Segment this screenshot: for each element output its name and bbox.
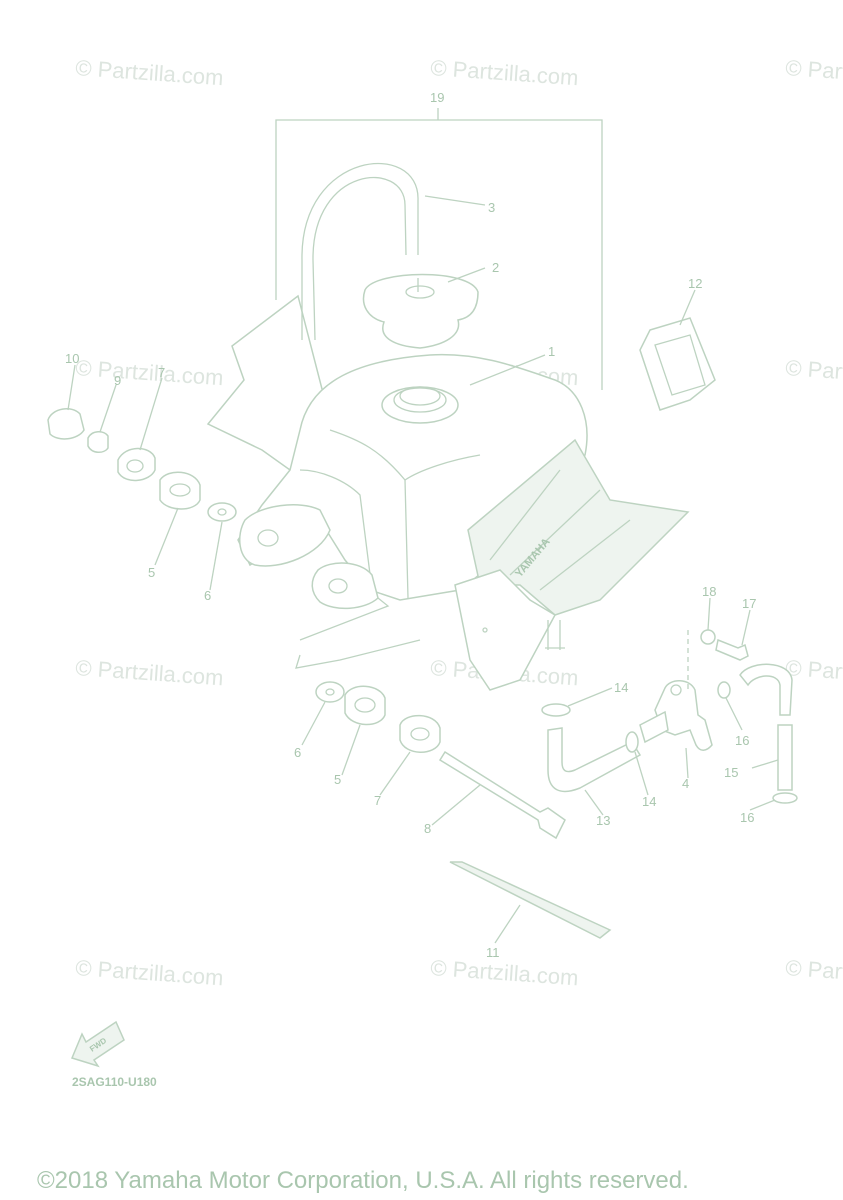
watermark: © Partzilla.com [75, 655, 225, 690]
fuel-cock-assembly [541, 629, 798, 804]
grommet-5a [159, 471, 201, 510]
callout-12: 12 [688, 276, 702, 291]
watermark: © Partzilla.com [785, 955, 843, 990]
breather-hose [301, 162, 419, 341]
assembly-bracket [275, 108, 603, 390]
strip-11 [449, 861, 612, 939]
hose-clip-14b [625, 731, 639, 753]
callout-17: 17 [742, 596, 756, 611]
callout-6: 6 [294, 745, 301, 760]
callout-2: 2 [492, 260, 499, 275]
washer-7b [399, 714, 441, 753]
watermark: © Partzilla.com [75, 955, 225, 990]
left-mount-parts [47, 408, 237, 522]
callout-16: 16 [740, 810, 754, 825]
diagram-part-code: 2SAG110-U180 [72, 1075, 157, 1089]
fuel-cock-4 [654, 680, 713, 751]
callout-10: 10 [65, 351, 79, 366]
screw-17 [715, 638, 749, 661]
copyright-notice: ©2018 Yamaha Motor Corporation, U.S.A. A… [37, 1167, 689, 1194]
callout-19: 19 [430, 90, 444, 105]
hose-clip-14a [541, 703, 571, 717]
callout-14: 14 [642, 794, 656, 809]
callout-8: 8 [424, 821, 431, 836]
damper-12 [639, 317, 716, 411]
tank-graphic-panel: YAMAHA [454, 438, 690, 691]
callout-3: 3 [488, 200, 495, 215]
watermark: © Partzilla.com [785, 55, 843, 90]
fuel-cap [362, 273, 479, 349]
hose-clip-16b [772, 792, 798, 804]
hose-15 [777, 724, 793, 791]
callout-14: 14 [614, 680, 628, 695]
watermark: © Partzilla.com [785, 655, 843, 690]
callout-6: 6 [204, 588, 211, 603]
forward-arrow-icon [70, 1020, 125, 1068]
watermark: © Partzilla.com [75, 355, 225, 390]
rubber-cap-10 [47, 408, 85, 440]
washer-18 [700, 629, 716, 645]
tank-front-mount [238, 504, 331, 567]
leader-lines [67, 195, 779, 944]
watermark: © Partzilla.com [785, 355, 843, 390]
watermark: © Partzilla.com [430, 55, 580, 90]
lower-mount-parts [315, 681, 566, 840]
callout-labels: 19 3 2 12 1 10 9 7 5 6 18 17 14 16 6 15 … [65, 90, 756, 960]
callout-7: 7 [374, 793, 381, 808]
forward-arrow: FWD [70, 1020, 125, 1068]
callout-5: 5 [334, 772, 341, 787]
callout-11: 11 [486, 945, 500, 960]
hose-section-upper [739, 663, 793, 716]
callout-9: 9 [114, 373, 121, 388]
washer-7a [117, 447, 156, 482]
callout-16: 16 [735, 733, 749, 748]
callout-7: 7 [158, 365, 165, 380]
tank-lower-mount [311, 562, 379, 610]
watermark: © Partzilla.com [430, 955, 580, 990]
callout-4: 4 [682, 776, 689, 791]
tank-side-skirt [454, 569, 556, 691]
collar-9 [87, 431, 109, 453]
bolt-8 [438, 750, 566, 840]
hose-clip-16a [717, 681, 731, 699]
watermark: © Partzilla.com [75, 55, 225, 90]
washer-6b [315, 681, 345, 703]
callout-5: 5 [148, 565, 155, 580]
callout-13: 13 [596, 813, 610, 828]
fuel-tank [206, 294, 588, 669]
washer-6a [207, 502, 237, 522]
callout-18: 18 [702, 584, 716, 599]
callout-1: 1 [548, 344, 555, 359]
grommet-5b [344, 685, 386, 726]
callout-15: 15 [724, 765, 738, 780]
